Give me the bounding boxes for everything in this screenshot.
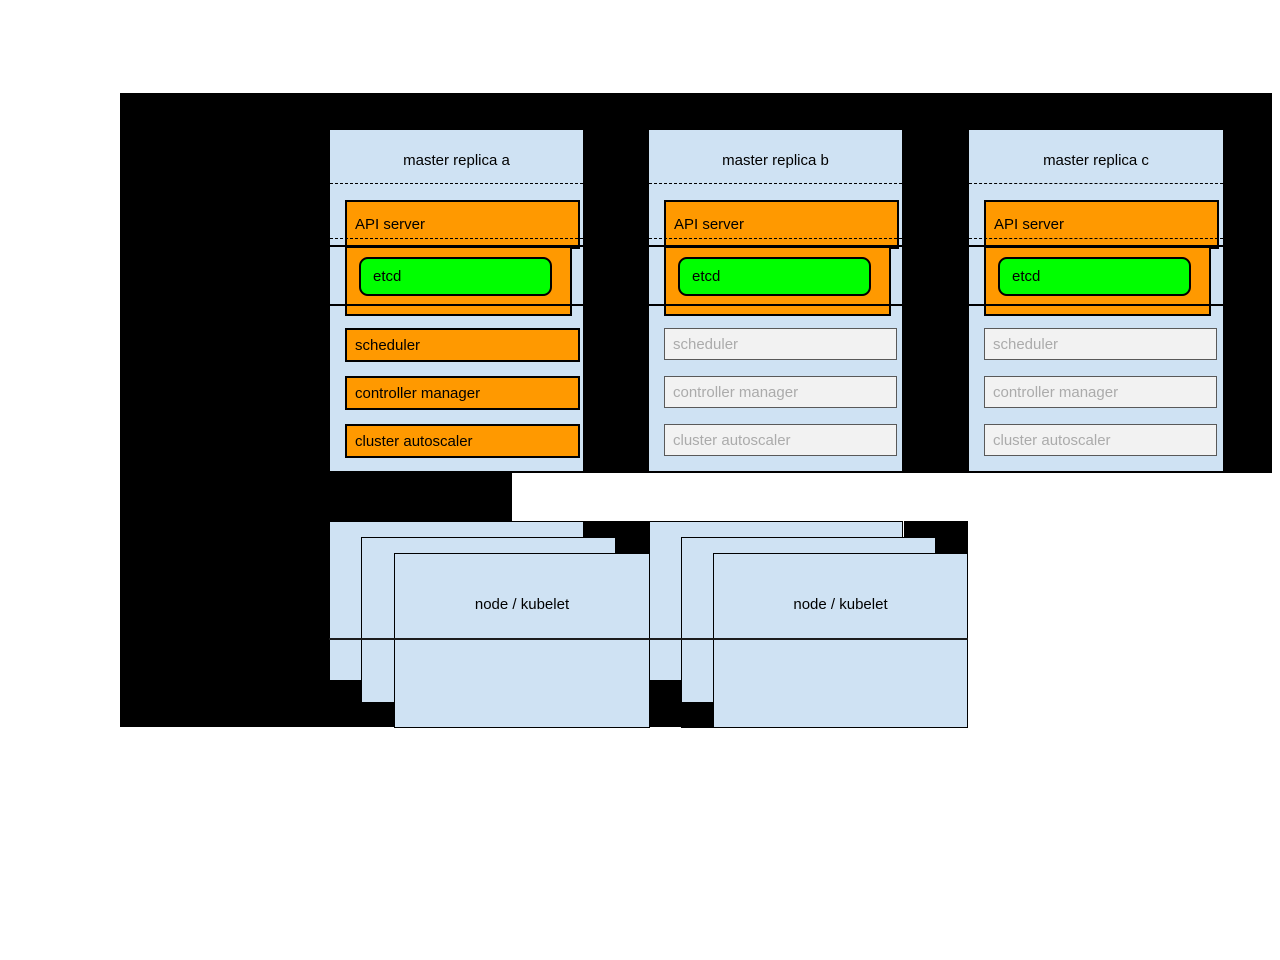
api-server-box: API server: [345, 200, 580, 249]
etcd-cluster-line-top: [330, 245, 583, 247]
replica-title: master replica a: [403, 152, 510, 169]
etcd-cluster-line-bottom: [330, 304, 583, 306]
etcd-cluster-line-top: [649, 245, 902, 247]
api-dashed-line: [649, 238, 902, 239]
replica-title: master replica b: [722, 152, 829, 169]
api-dashed-line: [330, 238, 583, 239]
etcd-cluster-line-top: [969, 245, 1223, 247]
api-dashed-line: [969, 238, 1223, 239]
load-balancer-dashed-line: [330, 183, 583, 184]
background-mask-left-stack-step-1: [584, 521, 649, 537]
scheduler-box-inactive: scheduler: [664, 328, 897, 360]
api-server-box: API server: [664, 200, 899, 249]
etcd-cluster-line-bottom: [649, 304, 902, 306]
master-replica-a-box: master replica a API server etcd schedul…: [329, 129, 584, 472]
api-server-box: API server: [984, 200, 1219, 249]
etcd-box: etcd: [359, 257, 552, 296]
background-mask-stack-gap-1: [650, 681, 681, 727]
scheduler-box: scheduler: [345, 328, 580, 362]
node-stack-right-front-box: node / kubelet: [713, 553, 968, 728]
load-balancer-dashed-line: [649, 183, 902, 184]
master-replica-c-box: master replica c API server etcd schedul…: [968, 129, 1224, 472]
cluster-autoscaler-box-inactive: cluster autoscaler: [664, 424, 897, 456]
replica-title: master replica c: [1043, 152, 1149, 169]
cluster-autoscaler-box-inactive: cluster autoscaler: [984, 424, 1217, 456]
etcd-box: etcd: [678, 257, 871, 296]
master-replica-b-box: master replica b API server etcd schedul…: [648, 129, 903, 472]
scheduler-box-inactive: scheduler: [984, 328, 1217, 360]
etcd-box: etcd: [998, 257, 1191, 296]
background-mask-right-stack-step-1: [904, 521, 968, 537]
node-stack-left-front-box: node / kubelet: [394, 553, 650, 728]
background-mask-left-stack-step-2: [616, 537, 649, 553]
cluster-autoscaler-box: cluster autoscaler: [345, 424, 580, 458]
node-kubelet-label: node / kubelet: [474, 596, 570, 613]
node-divider-line: [329, 638, 968, 640]
etcd-cluster-line-bottom: [969, 304, 1223, 306]
background-mask-right-stack-step-2: [936, 537, 968, 553]
controller-manager-box: controller manager: [345, 376, 580, 410]
node-kubelet-label: node / kubelet: [793, 596, 888, 613]
background-mask-stack-gap-2: [681, 703, 713, 728]
controller-manager-box-inactive: controller manager: [664, 376, 897, 408]
load-balancer-dashed-line: [969, 183, 1223, 184]
controller-manager-box-inactive: controller manager: [984, 376, 1217, 408]
